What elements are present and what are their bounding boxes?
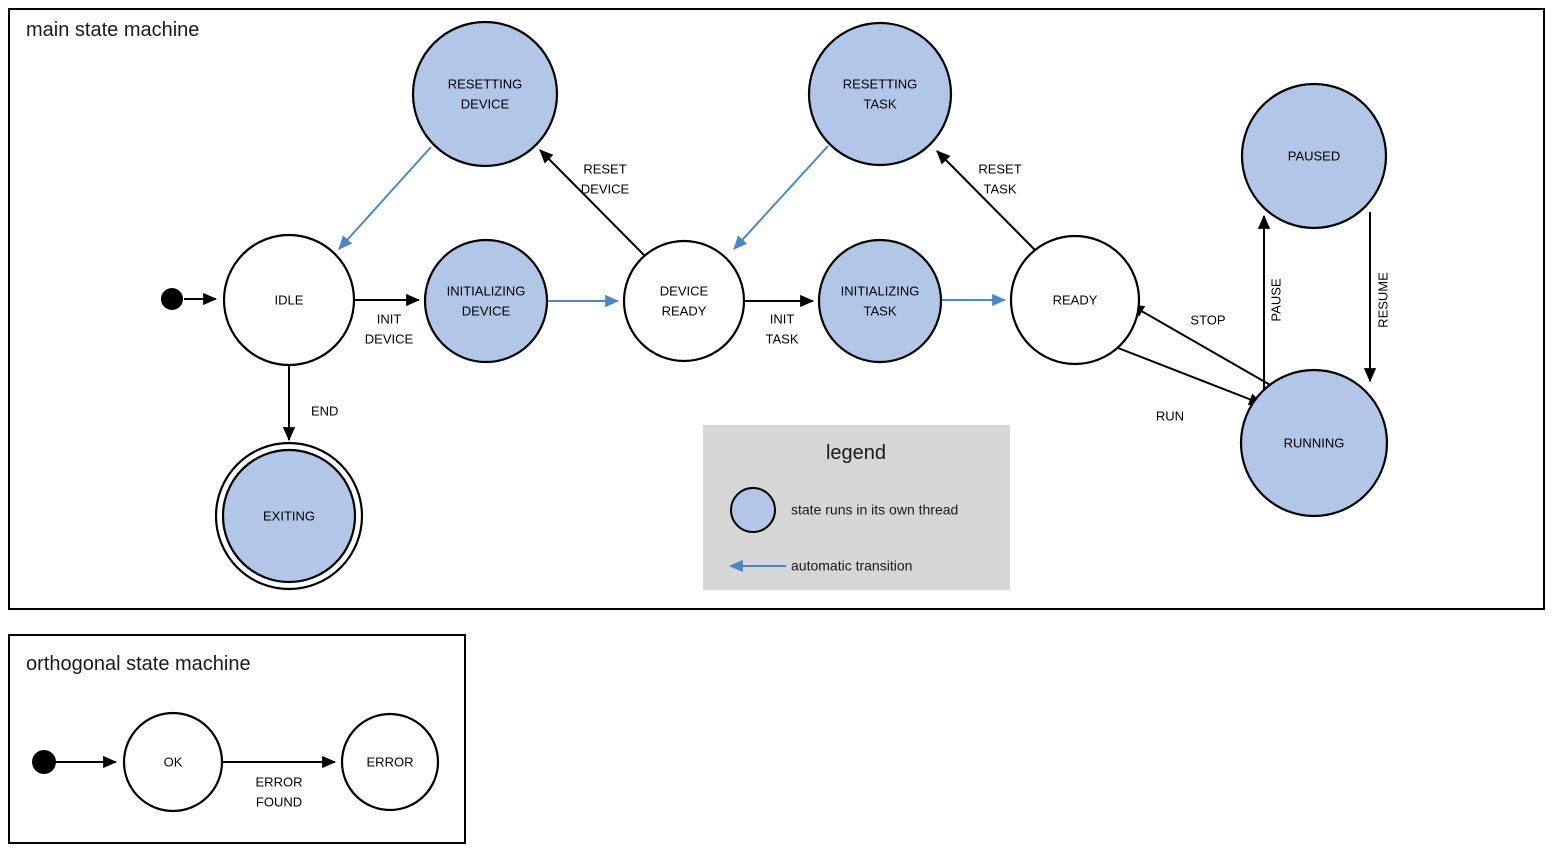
transition-label-init-device-line2: DEVICE [365,331,414,346]
state-ok[interactable]: OK [122,711,224,813]
state-exiting-shape[interactable] [221,448,357,584]
state-running-shape[interactable] [1239,368,1389,518]
state-paused-label: PAUSED [1288,148,1341,163]
initial-state-marker[interactable] [161,288,183,310]
transition-ready-to-running[interactable] [1117,347,1264,406]
state-exiting[interactable]: EXITING [214,441,364,591]
transition-label-pause: PAUSE [1268,278,1283,321]
state-resetting-device[interactable]: RESETTING DEVICE [411,20,559,168]
state-device-ready-label-line1: DEVICE [660,283,709,298]
state-ready-shape[interactable] [1009,234,1141,366]
orthogonal-transition-labels-layer: ERROR FOUND [256,774,303,809]
legend: legend state runs in its own thread auto… [703,425,1010,590]
transition-label-error-found-line2: FOUND [256,794,302,809]
state-ok-label: OK [164,754,183,769]
state-idle-label: IDLE [275,292,304,307]
state-idle[interactable]: IDLE [222,233,356,367]
state-resetting-device-label-line2: DEVICE [461,96,510,111]
main-transitions-layer [184,145,1377,442]
main-frame-title: main state machine [26,19,199,41]
state-running[interactable]: RUNNING [1239,368,1389,518]
state-resetting-task[interactable]: RESETTING TASK [807,21,953,167]
legend-auto-transition-text: automatic transition [791,558,912,574]
transition-label-reset-task-line2: TASK [984,181,1017,196]
transition-resetting-device-to-idle[interactable] [338,146,432,250]
state-ready[interactable]: READY [1009,234,1141,366]
state-paused[interactable]: PAUSED [1240,82,1388,230]
state-device-ready-label-line2: READY [662,303,707,318]
transition-label-end: END [311,403,338,418]
transition-label-reset-device-line2: DEVICE [581,181,630,196]
state-ok-shape[interactable] [122,711,224,813]
transition-label-init-device-line1: INIT [377,311,402,326]
transition-label-resume: RESUME [1375,272,1390,328]
orthogonal-states-layer: OK ERROR [32,711,440,813]
state-device-ready-shape[interactable] [622,239,746,363]
state-initializing-device-label-line2: DEVICE [462,303,511,318]
state-resetting-device-shape[interactable] [411,20,559,168]
state-resetting-task-label-line2: TASK [864,96,897,111]
state-initializing-task-label-line1: INITIALIZING [841,283,920,298]
state-resetting-task-shape[interactable] [807,21,953,167]
state-error[interactable]: ERROR [340,712,440,812]
transition-label-error-found-line1: ERROR [256,774,303,789]
transition-label-reset-task-line1: RESET [978,161,1021,176]
state-device-ready[interactable]: DEVICE READY [622,239,746,363]
state-initializing-device-label-line1: INITIALIZING [447,283,526,298]
state-initializing-task[interactable]: INITIALIZING TASK [817,238,943,364]
legend-thread-state-swatch [730,487,776,533]
transition-label-reset-device-line1: RESET [583,161,626,176]
transition-label-run: RUN [1156,408,1184,423]
state-initializing-task-label-line2: TASK [864,303,897,318]
legend-title: legend [826,442,886,464]
legend-thread-state-text: state runs in its own thread [791,502,958,518]
state-initializing-task-shape[interactable] [817,238,943,364]
transition-ready-to-resetting-task[interactable] [936,150,1036,251]
state-running-label: RUNNING [1284,435,1345,450]
state-initializing-device[interactable]: INITIALIZING DEVICE [423,238,549,364]
transition-device-ready-to-resetting-device[interactable] [539,149,646,257]
transition-label-stop: STOP [1190,312,1225,327]
orthogonal-frame-title: orthogonal state machine [26,653,251,675]
transition-resetting-task-to-device-ready[interactable] [733,145,829,250]
state-exiting-label: EXITING [263,508,315,523]
state-error-shape[interactable] [340,712,440,812]
transition-label-init-task-line2: TASK [766,331,799,346]
state-ready-label: READY [1053,292,1098,307]
state-exiting-outer-ring [214,441,364,591]
state-paused-shape[interactable] [1240,82,1388,230]
state-error-label: ERROR [367,754,414,769]
state-resetting-device-label-line1: RESETTING [448,76,522,91]
main-transition-labels-layer: INIT DEVICE RESET DEVICE INIT TASK RESET… [311,161,1390,423]
state-idle-shape[interactable] [222,233,356,367]
transition-label-init-task-line1: INIT [770,311,795,326]
state-resetting-task-label-line1: RESETTING [843,76,917,91]
main-states-layer: IDLE RESETTING DEVICE INITIALIZING DEVIC… [161,20,1389,591]
state-initializing-device-shape[interactable] [423,238,549,364]
orthogonal-initial-state-marker[interactable] [32,750,56,774]
transition-running-to-ready[interactable] [1130,304,1273,387]
